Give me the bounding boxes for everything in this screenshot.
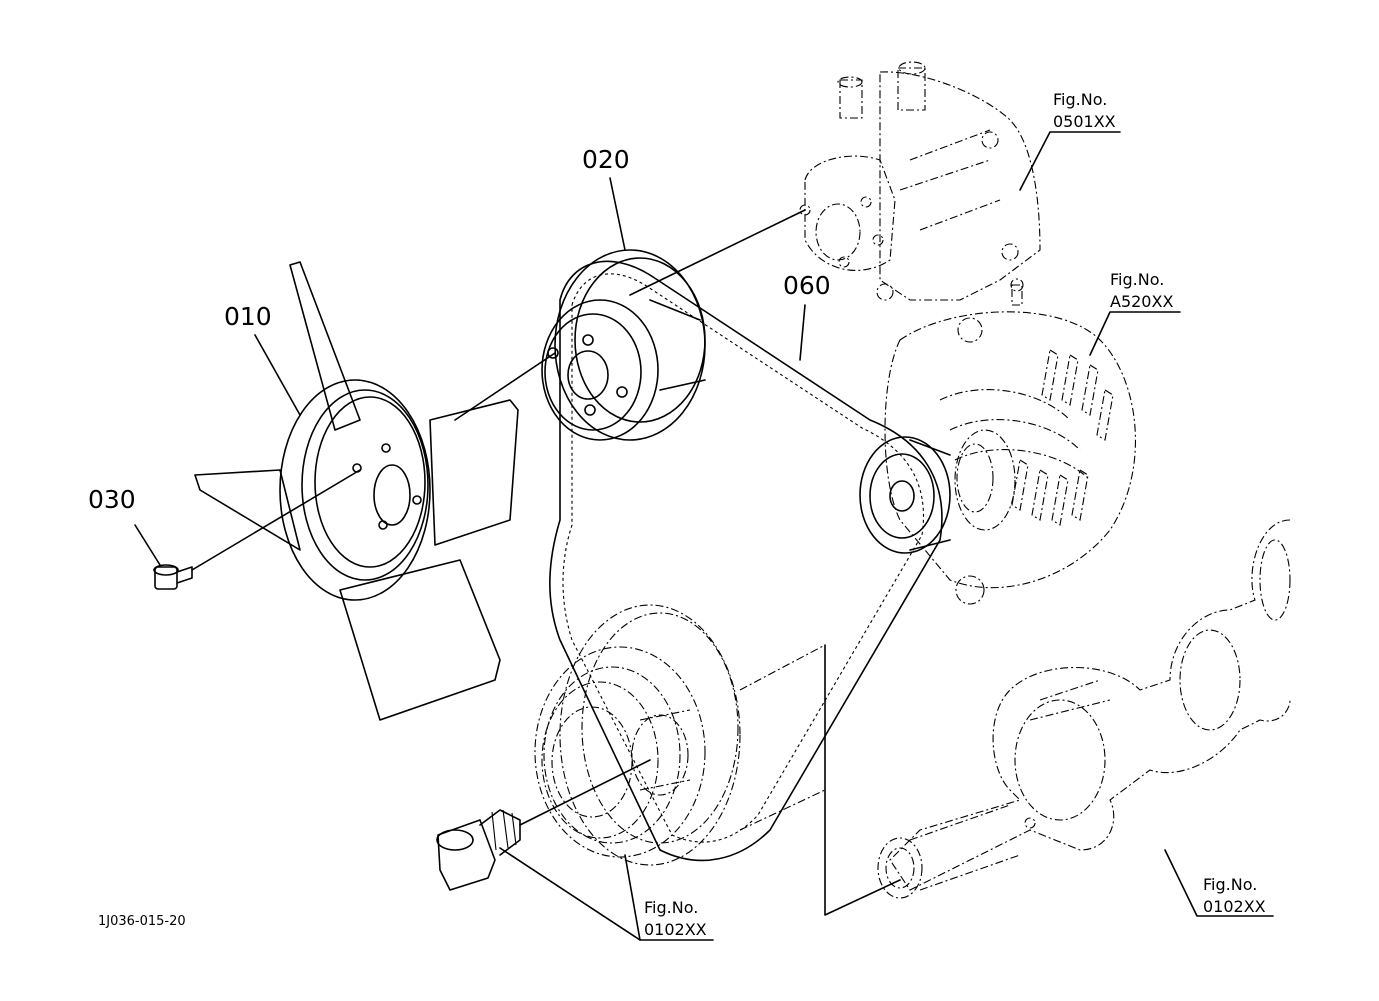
part-number-labels: 010 020 030 060 xyxy=(88,145,831,514)
v-belt-icon xyxy=(549,260,943,862)
alternator-icon xyxy=(884,278,1136,605)
part-label-010: 010 xyxy=(224,302,272,331)
bolt-icon xyxy=(153,564,193,590)
cooling-fan-icon xyxy=(194,261,519,721)
part-label-020: 020 xyxy=(582,145,630,174)
part-label-030: 030 xyxy=(88,485,136,514)
part-label-060: 060 xyxy=(783,271,831,300)
callout-leaders xyxy=(134,131,1274,941)
assembly-lines xyxy=(191,209,901,916)
water-pump-icon xyxy=(799,61,1041,301)
figure-reference-labels: Fig.No. 0501XX Fig.No. A520XX Fig.No. 01… xyxy=(644,90,1266,939)
fig-ref-code: 0501XX xyxy=(1053,112,1116,131)
fig-ref-code: 0102XX xyxy=(644,920,707,939)
fig-ref-caption: Fig.No. xyxy=(1110,270,1164,289)
fig-ref-caption: Fig.No. xyxy=(1203,875,1257,894)
crankshaft-icon xyxy=(877,519,1291,899)
fig-ref-code: 0102XX xyxy=(1203,897,1266,916)
fan-pulley-icon xyxy=(541,249,706,441)
alternator-pulley-icon xyxy=(859,436,951,554)
fig-ref-caption: Fig.No. xyxy=(644,898,698,917)
fig-ref-code: A520XX xyxy=(1110,292,1173,311)
crankshaft-pulley-icon xyxy=(534,604,826,866)
fig-ref-caption: Fig.No. xyxy=(1053,90,1107,109)
crank-bolt-icon xyxy=(436,809,521,891)
drawing-code: 1J036-015-20 xyxy=(98,914,186,929)
